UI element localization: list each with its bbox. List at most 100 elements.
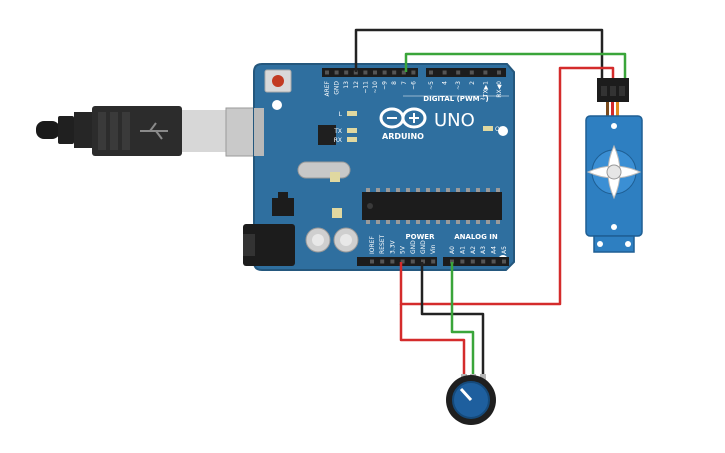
power-pin-label: GND — [410, 240, 417, 254]
digital-pin-label: 4 — [442, 81, 449, 85]
microcontroller-chip — [362, 188, 502, 224]
chip-pin — [366, 188, 370, 192]
analog-pin[interactable] — [460, 259, 465, 264]
chip-pin — [466, 220, 470, 224]
digital-pin[interactable] — [344, 70, 349, 75]
potentiometer-knob[interactable] — [452, 381, 490, 419]
arduino-logo: ARDUINO — [379, 107, 427, 141]
chip-pin — [486, 220, 490, 224]
brand-label: ARDUINO — [382, 132, 424, 141]
chip-pin — [376, 188, 380, 192]
wire-signal-servo[interactable] — [404, 52, 627, 78]
digital-pin[interactable] — [334, 70, 339, 75]
power-pin-label: 3.3V — [389, 239, 396, 254]
servo-motor-icon — [585, 78, 643, 253]
digital-pin-label: 12 — [353, 81, 360, 89]
mount-hole — [272, 100, 282, 110]
power-pin[interactable] — [390, 259, 395, 264]
digital-pin-label: ~3 — [455, 81, 462, 90]
small-chip — [318, 125, 336, 145]
digital-pin[interactable] — [442, 70, 447, 75]
analog-pin-label: A0 — [449, 246, 456, 254]
chip-pin — [426, 220, 430, 224]
chip-pin — [426, 188, 430, 192]
chip-pin — [486, 188, 490, 192]
power-pin[interactable] — [400, 259, 405, 264]
analog-pin[interactable] — [502, 259, 506, 264]
power-pin-label: 5V — [400, 245, 407, 254]
analog-pin[interactable] — [470, 259, 475, 264]
chip-pin — [436, 188, 440, 192]
digital-pin-label: 13 — [343, 81, 350, 89]
power-pin[interactable] — [431, 259, 436, 264]
analog-pin-label: A2 — [470, 246, 477, 254]
wire-5v-servo[interactable] — [399, 66, 615, 306]
chip-pin — [386, 188, 390, 192]
usb-cable-icon — [36, 106, 263, 157]
servo-horn[interactable] — [586, 144, 642, 200]
smd-component — [330, 172, 340, 182]
digital-pin[interactable] — [363, 70, 368, 75]
power-pin-label: Vin — [430, 244, 437, 254]
chip-pin — [436, 220, 440, 224]
digital-pin[interactable] — [392, 70, 397, 75]
analog-pin[interactable] — [491, 259, 496, 264]
led-tx-label: TX — [333, 128, 342, 135]
chip-pin — [396, 188, 400, 192]
chip-pin — [476, 220, 480, 224]
digital-pin-label: ~6 — [410, 81, 417, 90]
digital-pin[interactable] — [456, 70, 461, 75]
wire-5v-pot[interactable] — [399, 304, 466, 378]
power-pin[interactable] — [380, 259, 385, 264]
digital-pin-label: 7 — [401, 81, 408, 85]
analog-pin[interactable] — [450, 259, 454, 264]
on-led-label: ON — [495, 126, 504, 133]
digital-pin[interactable] — [325, 70, 329, 75]
digital-pin[interactable] — [373, 70, 377, 75]
power-pin-label: IOREF — [369, 236, 376, 254]
digital-pin-label: ~9 — [382, 81, 389, 90]
digital-pin[interactable] — [429, 70, 433, 75]
analog-pin-label: A1 — [459, 246, 466, 254]
wires — [354, 28, 627, 378]
power-jack — [243, 224, 295, 266]
digital-pin[interactable] — [401, 70, 406, 75]
chip-pin — [366, 220, 370, 224]
chip-pin — [456, 188, 460, 192]
digital-pin-label: AREF — [324, 80, 331, 96]
chip-pin — [446, 220, 450, 224]
chip-pin — [406, 188, 410, 192]
voltage-regulator — [272, 192, 294, 216]
chip-pin — [396, 220, 400, 224]
power-pin[interactable] — [370, 259, 374, 264]
capacitor — [333, 227, 359, 253]
on-led — [483, 126, 493, 131]
analog-pin-label: A5 — [501, 246, 508, 254]
digital-pin-label: TX▶1 — [482, 81, 489, 98]
board-model-label: UNO — [434, 110, 475, 131]
chip-pin — [496, 220, 500, 224]
led-l-label: L — [339, 111, 343, 118]
wire-a0-pot[interactable] — [450, 262, 475, 378]
digital-pin[interactable] — [382, 70, 387, 75]
chip-pin — [446, 188, 450, 192]
reset-button[interactable] — [264, 69, 292, 93]
digital-pin-label: 2 — [469, 81, 476, 85]
digital-pin[interactable] — [483, 70, 488, 75]
digital-pin-label: ~5 — [428, 81, 435, 90]
power-pin[interactable] — [410, 259, 415, 264]
digital-pin[interactable] — [353, 70, 358, 75]
digital-pin-label: 8 — [391, 81, 398, 85]
power-pin[interactable] — [421, 259, 425, 264]
potentiometer-icon — [446, 374, 496, 425]
digital-pin[interactable] — [411, 70, 416, 75]
usb-symbol-icon — [140, 122, 168, 140]
digital-pin[interactable] — [497, 70, 501, 75]
power-header-label: POWER — [406, 233, 436, 241]
digital-pin[interactable] — [469, 70, 474, 75]
chip-pin — [416, 220, 420, 224]
digital-pin-label: GND — [334, 81, 341, 95]
analog-pin[interactable] — [481, 259, 486, 264]
